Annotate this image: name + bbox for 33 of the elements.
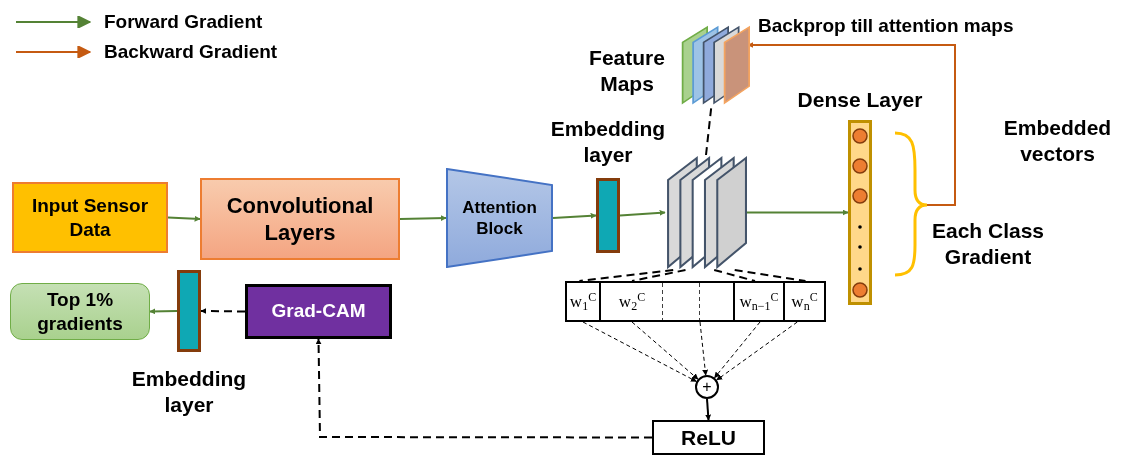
weight-cell — [700, 281, 735, 322]
trapezoid-block: Attention Block — [446, 168, 553, 268]
layer-label: Dense Layer — [797, 86, 923, 113]
arrow — [200, 308, 246, 315]
feature-maps-label: Feature Maps — [588, 45, 666, 98]
arrow — [552, 212, 597, 219]
connector-line — [733, 269, 807, 282]
arrow — [149, 308, 178, 315]
legend-label: Forward Gradient — [104, 10, 263, 34]
layer-label: Embedding layer — [549, 115, 667, 168]
arrow — [705, 398, 712, 421]
layer-label: Embedding layer — [130, 366, 248, 419]
layer-box: Convolutional Layers — [200, 178, 400, 260]
arrow — [699, 321, 709, 376]
input-box: Input Sensor Data — [12, 182, 168, 253]
grad-cam-box: Grad-CAM — [245, 284, 392, 339]
legend-label: Backward Gradient — [104, 39, 278, 64]
connector-line — [631, 269, 687, 282]
arrow — [619, 209, 666, 217]
arrow — [582, 321, 697, 382]
arrow — [631, 321, 699, 380]
arrow — [746, 209, 849, 216]
output-box: Top 1% gradients — [10, 283, 150, 340]
arrow — [716, 321, 798, 381]
weight-cell — [663, 281, 700, 322]
connector-line — [578, 269, 675, 282]
arrow — [315, 338, 653, 439]
arrow — [399, 215, 447, 222]
class-gradient-label: Each Class Gradient — [930, 218, 1046, 271]
annotation-text: Embedded vectors — [1002, 115, 1113, 168]
connector-line — [713, 269, 756, 282]
arrow — [167, 215, 201, 222]
relu-box: ReLU — [652, 420, 765, 455]
